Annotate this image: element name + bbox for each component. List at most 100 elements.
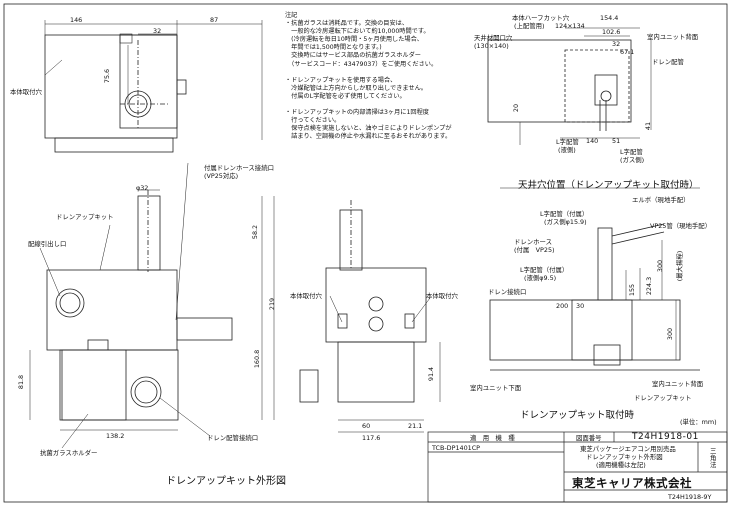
dim-41: 41 [644,121,653,131]
footer-drawing-number: T24H1918-9Y [668,493,712,501]
note-line: 保守点検を実施しないと、油やゴミによりドレンポンプが [285,125,452,133]
label-holder: 抗菌ガラスホルダー [40,449,98,457]
dim-219: 219 [268,297,277,311]
top-view-outline [44,33,187,153]
label-install-l-gas-sub: (ガス側φ15.9) [544,218,587,226]
label-hose-sub: (付属 VP25) [514,246,555,254]
model-number: TCB-DP1401CP [432,444,481,452]
dim-138-2: 138.2 [106,432,125,440]
dim-58-2: 58.2 [251,224,260,240]
dim-max-lift: (最大揚程) [675,250,684,282]
label-indoor-back-top: 室内ユニット背面 [647,33,699,41]
dim-21-1: 21.1 [408,422,423,430]
side-view-dims [329,295,441,433]
ceiling-view-outline [487,39,632,131]
label-side-mount-left: 本体取付穴 [290,292,322,300]
main-drawing-title: ドレンアップキット外形図 [166,476,286,487]
dim-67-1: 67.1 [620,48,635,56]
note-line: 付属のL字配管を必ず使用してください。 [285,92,406,100]
label-drain-port: ドレン配管接続口 [207,434,259,442]
dim-60: 60 [362,422,371,430]
note-line: ・抗菌ガラスは消耗品です。交換の目安は、 [285,20,409,28]
label-upper-pipe: (上配管用) [514,22,545,30]
title-line-1: 東芝パッケージエアコン用別売品 [580,445,676,453]
label-indoor-bottom: 室内ユニット下面 [470,384,522,392]
label-drain-pipe-top: ドレン配管 [652,58,684,66]
dim-75-6: 75.6 [103,68,112,84]
label-install-l-gas: L字配管（付属） [540,210,589,218]
drawing-number: T24H1918-01 [632,432,699,442]
dim-91-4: 91.4 [427,366,436,382]
label-hose-port: 付属ドレンホース接続口 [204,164,274,172]
label-install-kit: ドレンアップキット [634,394,692,402]
dim-51: 51 [612,137,621,145]
label-drain-conn: ドレン接続口 [488,288,527,296]
front-view-outline [46,190,233,421]
install-view-title: ドレンアップキット取付時 [520,410,635,421]
third-angle-label: 三角法 [710,447,717,469]
top-view-dims [44,20,263,140]
dim-154-4: 154.4 [600,14,619,22]
label-half-cut: 本体ハーフカット穴 [512,14,570,22]
dim-20: 20 [512,103,521,113]
dim-160-8: 160.8 [253,349,262,369]
label-hose: ドレンホース [514,238,553,246]
label-l-liquid-sub: (液側) [558,146,576,154]
note-line: ・ドレンアップキットの内部清掃は3ヶ月に1回程度 [285,108,429,116]
install-view-dims [625,240,677,360]
label-mount-hole: 本体取付穴 [10,88,42,96]
dim-140: 140 [586,137,599,145]
drawing-no-label: 図面番号 [576,434,602,442]
notes-heading: 注記 [285,12,298,19]
note-line: 詰まり、空調機の停止や水漏れに至るおそれがあります。 [285,133,452,141]
dim-155: 155 [628,283,637,297]
dim-32: 32 [153,27,162,35]
label-elbow: エルボ（現地手配） [632,196,690,204]
label-kit: ドレンアップキット [56,213,114,221]
dim-200: 200 [556,302,569,310]
label-ceiling-hole-size: (130×140) [474,42,509,50]
dim-300-bottom: 300 [666,327,675,341]
dim-146: 146 [70,16,83,24]
unit-note: (単位：mm) [680,418,717,426]
company-name: 東芝キャリア株式会社 [572,476,692,490]
note-line: 一般的な冷房運転下において約10,000時間です。 [285,28,430,36]
dim-117-6: 117.6 [362,434,381,442]
ceiling-view-title: 天井穴位置（ドレンアップキット取付時） [518,180,699,191]
applicable-model-label: 適 用 機 種 [470,434,515,442]
label-install-indoor-back: 室内ユニット背面 [652,380,704,388]
label-l-gas-sub: (ガス側) [620,156,645,164]
label-wire-port: 配線引出し口 [28,240,67,248]
note-line: 行ってください。 [285,117,341,125]
note-line: ・ドレンアップキットを使用する場合、 [285,76,397,84]
dim-81-8: 81.8 [17,374,26,390]
label-ceiling-hole: 天井材開口穴 [474,34,513,42]
label-install-l-liquid-sub: (液側φ9.5) [524,274,557,282]
label-side-mount-right: 本体取付穴 [426,292,458,300]
note-line: (冷房運転を毎日10時間・5ヶ月使用した場合、 [285,36,423,44]
label-install-l-liquid: L字配管（付属） [520,266,569,274]
side-view-outline [299,200,427,403]
notes-block: 注記 ・抗菌ガラスは消耗品です。交換の目安は、 一般的な冷房運転下において約10… [285,12,505,141]
note-line: 年間では1,500時間となります。) [285,44,382,52]
dim-30: 30 [576,302,585,310]
title-line-2: ドレンアップキット外形図 [586,453,663,461]
label-l-gas: L字配管 [620,148,643,156]
dim-phi32: φ32 [136,184,149,192]
label-l-liquid: L字配管 [556,138,579,146]
label-hose-port-sub: (VP25対応) [204,172,239,180]
note-line: 交換時にはサービス部品の抗菌ガラスホルダー [285,52,421,60]
label-half-cut-size: 124×134 [555,22,585,30]
label-vp25: VP25管（現地手配） [650,222,712,230]
dim-87: 87 [210,16,219,24]
sheet-frame [3,3,728,503]
dim-300-top: 300 [656,259,665,273]
install-view-outline [489,223,700,371]
title-block-grid [427,431,728,503]
title-line-3: (適用機種は左記) [596,461,646,469]
note-line: 冷媒配管は上方向からしか取り出しできません。 [285,84,427,92]
note-line: （サービスコード：43479037）をご使用ください。 [285,60,438,68]
ceiling-view-dims [519,27,652,145]
dim-224-3: 224.3 [645,276,654,296]
